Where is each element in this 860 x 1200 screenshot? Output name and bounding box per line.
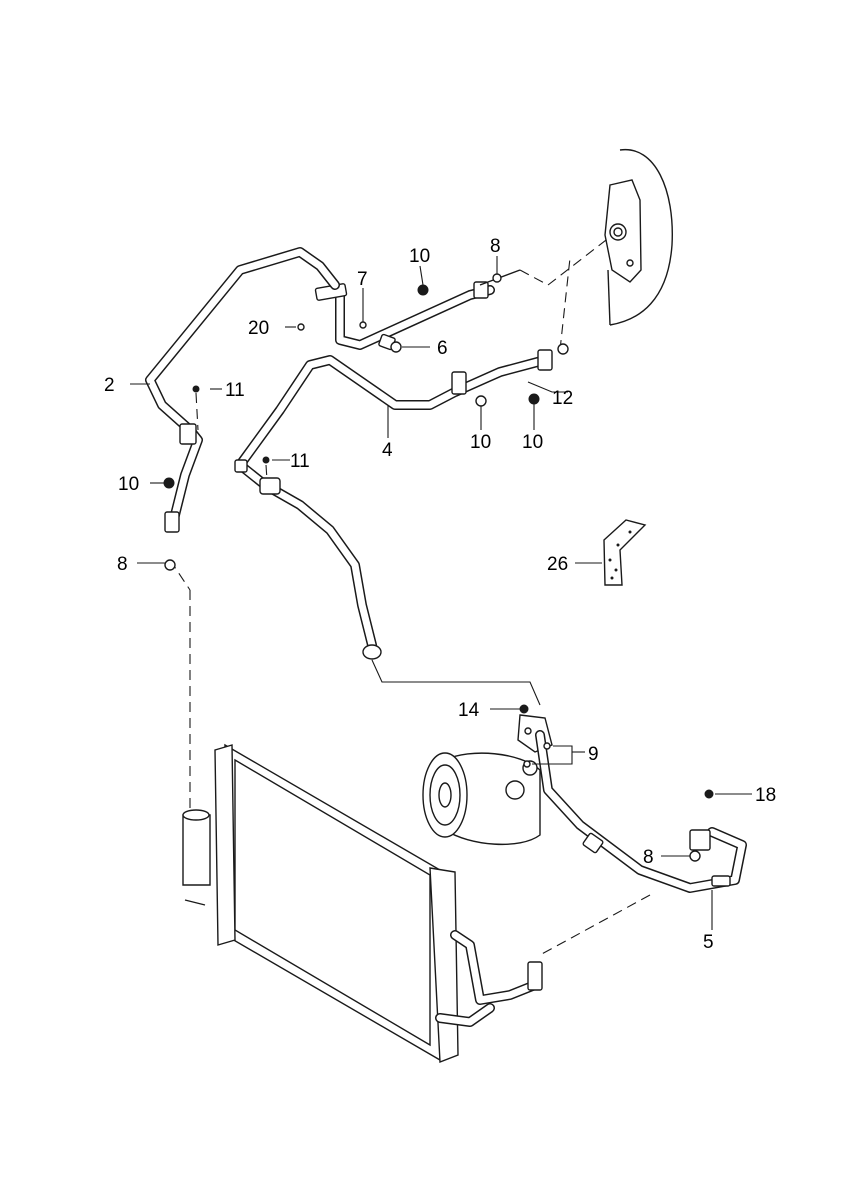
hose-sleeve-26 <box>603 519 647 586</box>
callout-6: 6 <box>437 338 448 359</box>
callout-2: 2 <box>104 375 115 396</box>
callout-20: 20 <box>248 318 269 339</box>
callout-10-top: 10 <box>409 246 430 267</box>
liquid-line-2 <box>145 247 340 533</box>
fittings <box>163 273 714 862</box>
callout-9: 9 <box>588 744 599 765</box>
callout-labels: 2 11 10 8 20 10 8 7 6 4 10 10 12 11 26 1… <box>104 236 776 953</box>
discharge-line-5 <box>535 730 747 956</box>
firewall-panel <box>604 149 673 326</box>
callout-12: 12 <box>552 388 573 409</box>
condenser <box>169 559 543 1064</box>
callout-10-right: 10 <box>522 432 543 453</box>
callout-8-right: 8 <box>643 847 654 868</box>
compressor-suction-hose <box>259 477 541 706</box>
compressor <box>422 714 553 846</box>
leader-lines <box>130 256 752 930</box>
callout-5: 5 <box>703 932 714 953</box>
callout-7: 7 <box>357 269 368 290</box>
callout-8-top: 8 <box>490 236 501 257</box>
callout-4: 4 <box>382 440 393 461</box>
callout-10-mid: 10 <box>470 432 491 453</box>
callout-11-upper: 11 <box>225 380 245 401</box>
callout-18: 18 <box>755 785 776 806</box>
callout-26: 26 <box>547 554 568 575</box>
callout-11-lower: 11 <box>290 451 310 472</box>
suction-line-4 <box>234 257 571 490</box>
callout-8-left: 8 <box>117 554 128 575</box>
callout-14: 14 <box>458 700 480 721</box>
callout-10-left: 10 <box>118 474 139 495</box>
